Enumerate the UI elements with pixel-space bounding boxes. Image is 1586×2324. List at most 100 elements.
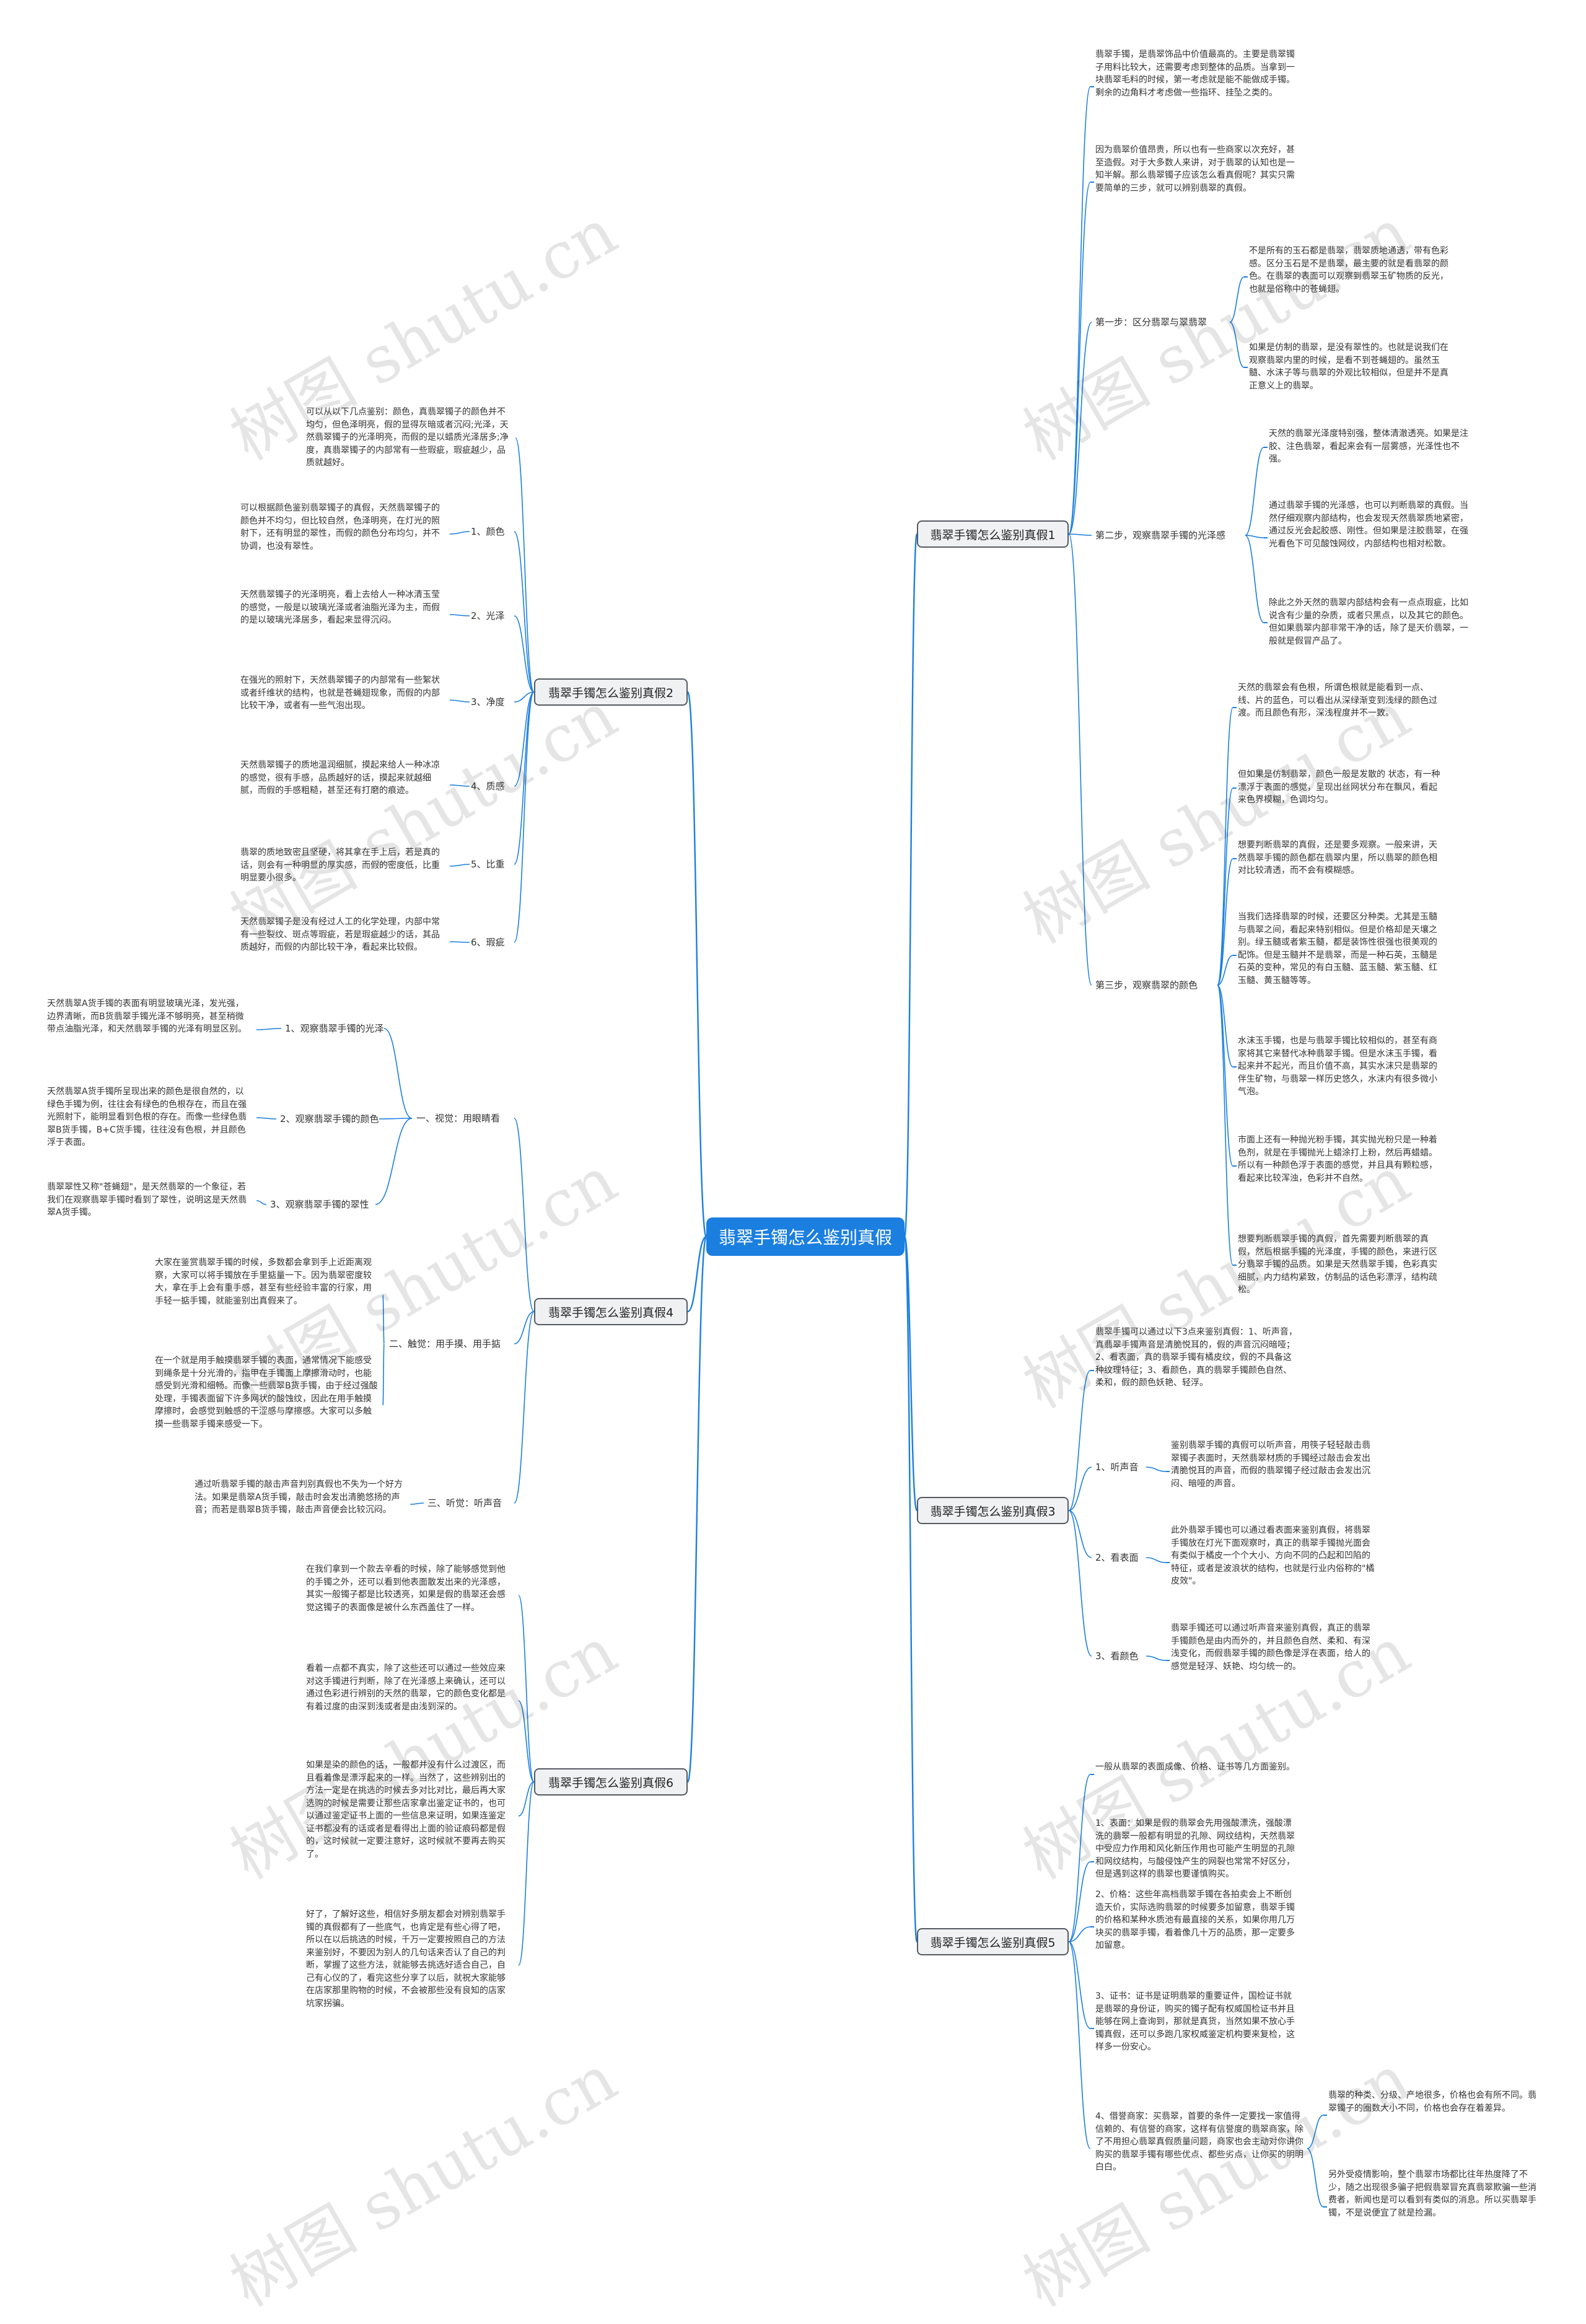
connector-line (1068, 533, 1092, 536)
sub-topic[interactable]: 2、光泽 (471, 610, 505, 621)
sub-topic[interactable]: 第三步，观察翡翠的颜色 (1095, 980, 1198, 991)
sub-topic[interactable]: 3、净度 (471, 696, 505, 708)
branch-topic[interactable]: 翡翠手镯怎么鉴别真假3 (917, 1497, 1069, 1524)
connector-line (1307, 2148, 1324, 2208)
leaf-text: 鉴别翡翠手镯的真假可以听声音，用筷子轻轻敲击翡翠镯子表面时，天然翡翠材质的手镯经… (1171, 1440, 1370, 1489)
connector-line (1068, 1941, 1091, 2029)
root-topic[interactable]: 翡翠手镯怎么鉴别真假 (706, 1217, 905, 1256)
connector-line (514, 691, 535, 943)
connector-line (1307, 2115, 1324, 2149)
leaf-text: 翡翠的种类、分级、产地很多，价格也会有所不同。翡翠镯子的圈数大小不同，价格也会存… (1328, 2090, 1536, 2113)
leaf-text: 大家在鉴赏翡翠手镯的时候，多数都会拿到手上近距离观察，大家可以将手镯放在手里掂量… (155, 1258, 372, 1306)
connector-line (514, 691, 535, 865)
connector-line (518, 1781, 535, 1966)
connector-line (1217, 858, 1233, 986)
sub-topic[interactable]: 二、触觉：用手摸、用手掂 (389, 1338, 501, 1349)
branch-topic[interactable]: 翡翠手镯怎么鉴别真假4 (534, 1298, 688, 1325)
connector-line (518, 1781, 535, 1817)
connector-line (1068, 1510, 1092, 1558)
connector-line (903, 1235, 918, 1943)
connector-line (514, 691, 535, 787)
connector-line (514, 1311, 535, 1504)
leaf-text: 通过听翡翠手镯的敲击声音判别真假也不失为一个好方法。如果是翡翠A货手镯，敲击时会… (195, 1480, 403, 1515)
connector-line (1068, 1926, 1091, 1942)
leaf-text: 一般从翡翠的表面成像、价格、证书等几方面鉴别。 (1095, 1762, 1295, 1772)
connector-line (514, 531, 535, 693)
connector-line (383, 1028, 413, 1119)
connector-line (1146, 1557, 1167, 1563)
connector-line (1229, 276, 1245, 323)
sub-topic[interactable]: 3、观察翡翠手镯的翠性 (270, 1199, 369, 1210)
leaf-text: 翡翠的质地致密且坚硬，将其拿在手上后，若是真的话，则会有一种明显的厚实感，而假的… (240, 848, 440, 883)
connector-line (518, 1595, 535, 1782)
leaf-text: 翡翠手镯，是翡翠饰品中价值最高的。主要是翡翠镯子用料比较大，还需要考虑到整体的品… (1095, 50, 1295, 98)
connector-line (1068, 533, 1092, 986)
connector-line (1217, 707, 1233, 986)
sub-topic[interactable]: 1、观察翡翠手镯的光泽 (285, 1023, 384, 1034)
leaf-text: 天然的翡翠会有色根，所谓色根就是能看到一点、线、片的蓝色，可以看出从深绿渐变到浅… (1238, 683, 1437, 718)
connector-line (449, 699, 470, 703)
connector-line (1217, 984, 1233, 1068)
connector-line (1068, 1941, 1091, 2149)
leaf-text: 翡翠手镯可以通过以下3点来鉴别真假：1、听声音，真翡翠手镯声音是清脆悦耳的，假的… (1095, 1327, 1297, 1388)
sub-topic-text[interactable]: 4、借誉商家：买翡翠，首要的条件一定要找一家值得信赖的、有信誉的商家，这样有信誉… (1095, 2111, 1303, 2172)
leaf-text: 水沫玉手镯，也是与翡翠手镯比较相似的，甚至有商家将其它来替代冰种翡翠手镯。但是水… (1238, 1036, 1437, 1097)
connector-line (1245, 447, 1264, 536)
leaf-text: 翡翠翠性又称"苍蝇翅"，是天然翡翠的一个象征，若我们在观察翡翠手镯时看到了翠性，… (47, 1182, 247, 1217)
branch-topic[interactable]: 翡翠手镯怎么鉴别真假6 (534, 1768, 688, 1796)
leaf-text: 可以从以下几点鉴别：颜色，真翡翠镯子的颜色并不均匀，但色泽明亮，假的显得灰暗或者… (306, 407, 509, 468)
sub-topic[interactable]: 5、比重 (471, 859, 505, 870)
branch-topic[interactable]: 翡翠手镯怎么鉴别真假5 (917, 1928, 1069, 1955)
leaf-text: 想要判断翡翠的真假，还是要多观察。一般来讲，天然翡翠手镯的颜色都在翡翠内里，所以… (1238, 840, 1437, 875)
leaf-text: 天然翡翠镯子的光泽明亮，看上去给人一种冰清玉莹的感觉，一般是以玻璃光泽或者油脂光… (240, 590, 440, 625)
connector-line (1068, 182, 1091, 535)
leaf-text: 此外翡翠手镯也可以通过看表面来鉴别真假，将翡翠手镯放在灯光下面观察时，真正的翡翠… (1171, 1525, 1375, 1586)
connector-line (903, 533, 918, 1238)
sub-topic[interactable]: 4、质感 (471, 781, 505, 792)
connector-line (1068, 1467, 1092, 1511)
leaf-text: 可以根据颜色鉴别翡翠镯子的真假，天然翡翠镯子的颜色并不均匀，但比较自然，色泽明亮… (240, 503, 440, 551)
connector-line (515, 437, 535, 693)
sub-topic[interactable]: 2、观察翡翠手镯的颜色 (280, 1113, 379, 1125)
sub-topic[interactable]: 第二步，观察翡翠手镯的光泽感 (1095, 530, 1226, 541)
leaf-text: 天然翡翠镯子是没有经过人工的化学处理，内部中常有一些裂纹、斑点等瑕疵，若是瑕疵越… (240, 917, 440, 952)
connector-line (449, 864, 470, 867)
sub-topic[interactable]: 6、瑕疵 (471, 937, 505, 948)
sub-topic[interactable]: 1、听声音 (1095, 1462, 1139, 1473)
sub-topic[interactable]: 三、听觉：听声音 (427, 1497, 502, 1509)
connector-line (379, 1118, 413, 1120)
leaf-text: 在我们拿到一个款去辛看的时候，除了能够感觉到他的手镯之外，还可以看到他表面散发出… (306, 1564, 506, 1613)
branch-topic[interactable]: 翡翠手镯怎么鉴别真假2 (534, 678, 688, 706)
leaf-text: 好了，了解好这些，相信好多朋友都会对辨别翡翠手镯的真假都有了一些底气，也肯定是有… (306, 1910, 506, 2009)
sub-topic[interactable]: 2、看表面 (1095, 1552, 1139, 1563)
sub-topic[interactable]: 一、视觉：用眼睛看 (416, 1113, 501, 1124)
leaf-text: 不是所有的玉石都是翡翠，翡翠质地通透，带有色彩感。区分玉石是不是翡翠，最主要的就… (1249, 246, 1448, 294)
connector-line (1146, 1467, 1167, 1472)
connector-line (1068, 1861, 1091, 1942)
leaf-text: 市面上还有一种抛光粉手镯，其实抛光粉只是一种着色剂，就是在手镯抛光上蜡涂打上粉，… (1238, 1135, 1437, 1183)
connector-line (1068, 1510, 1092, 1657)
sub-topic[interactable]: 1、颜色 (471, 526, 505, 537)
connector-line (1245, 535, 1264, 623)
leaf-text: 看着一点都不真实，除了这些还可以通过一些效应来对这手镯进行判断，除了在光泽感上来… (306, 1664, 506, 1712)
connector-line (1217, 984, 1233, 1167)
leaf-text: 1、表面：如果是假的翡翠会先用强酸漂洗，强酸漂洗的翡翠一般都有明显的孔隙、网纹结… (1095, 1818, 1295, 1879)
connector-line (518, 1700, 535, 1782)
leaf-text: 天然的翡翠光泽度特别强，整体清澈透亮。如果是注胶、注色翡翠，看起来会有一层雾感，… (1269, 429, 1468, 464)
connector-line (375, 1118, 413, 1205)
sub-topic[interactable]: 第一步：区分翡翠与翠翡翠 (1095, 317, 1207, 328)
connector-line (1068, 1774, 1091, 1942)
leaf-text: 因为翡翠价值昂贵，所以也有一些商家以次充好，甚至造假。对于大多数人来讲，对于翡翠… (1095, 145, 1295, 193)
leaf-text: 天然翡翠A货手镯所呈现出来的颜色是很自然的，以绿色手镯为例，往往会有绿色的色根存… (47, 1087, 247, 1147)
sub-topic[interactable]: 3、看颜色 (1095, 1651, 1139, 1662)
connector-line (687, 1235, 707, 1313)
branch-topic[interactable]: 翡翠手镯怎么鉴别真假1 (917, 520, 1069, 548)
leaf-text: 在强光的照射下，天然翡翠镯子的内部常有一些絮状或者纤维状的结构，也就是苍蝇翅现象… (240, 675, 440, 711)
leaf-text: 在一个就是用手触摸翡翠手镯的表面，通常情况下能感受到绳条是十分光滑的，指甲在手镯… (155, 1356, 378, 1429)
connector-line (256, 1117, 277, 1120)
connector-line (410, 1502, 424, 1505)
connector-line (514, 691, 535, 703)
leaf-text: 但如果是仿制翡翠，颜色一般是发散的 状态，有一种漂浮于表面的感觉，呈现出丝网状分… (1238, 770, 1440, 805)
connector-line (514, 1311, 535, 1344)
